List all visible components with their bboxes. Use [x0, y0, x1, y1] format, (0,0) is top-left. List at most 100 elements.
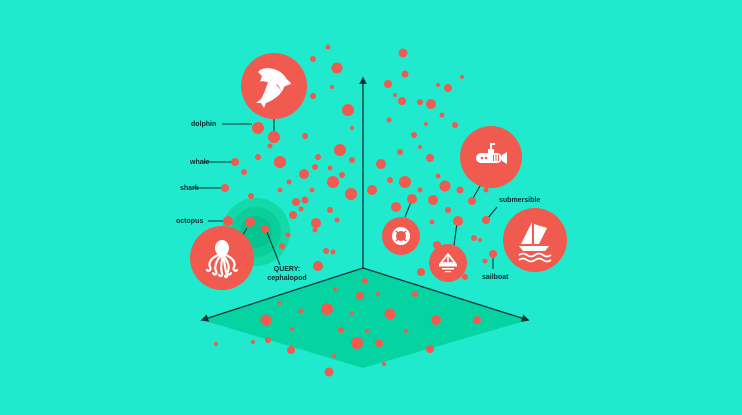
label-shark: shark	[180, 185, 199, 192]
dolphin-node	[241, 53, 307, 119]
data-point	[404, 329, 408, 333]
data-point	[338, 327, 344, 333]
data-point	[277, 187, 283, 193]
sailboat-icon	[518, 222, 552, 263]
data-point	[274, 156, 286, 168]
embedding-points	[214, 44, 489, 377]
data-point	[248, 193, 254, 199]
data-point	[285, 232, 291, 238]
dolphin-point	[252, 122, 264, 134]
data-point	[417, 268, 425, 276]
data-point	[351, 337, 363, 349]
data-point	[462, 274, 468, 280]
data-point	[286, 179, 292, 185]
data-point	[312, 164, 318, 170]
data-point	[483, 187, 489, 193]
data-point	[384, 308, 396, 320]
data-point	[251, 340, 255, 344]
data-point	[397, 149, 403, 155]
data-point	[362, 278, 368, 284]
data-point	[334, 144, 346, 156]
lifebuoy-point	[407, 194, 417, 204]
query-point	[245, 217, 255, 227]
data-point	[279, 243, 285, 249]
data-point	[327, 165, 333, 171]
data-point	[417, 99, 423, 105]
data-point	[310, 56, 316, 62]
data-point	[365, 329, 369, 333]
data-point	[429, 219, 435, 225]
data-point	[331, 62, 343, 74]
data-point	[339, 172, 345, 178]
data-point	[315, 154, 321, 160]
data-point	[428, 195, 438, 205]
label-sailboat: sailboat	[482, 274, 509, 281]
data-point	[299, 169, 309, 179]
data-point	[426, 99, 436, 109]
data-point	[260, 314, 272, 326]
data-point	[444, 84, 452, 92]
label-dolphin: dolphin	[191, 121, 217, 128]
data-point	[473, 316, 481, 324]
data-point	[356, 292, 364, 300]
data-point	[265, 337, 271, 343]
data-point	[323, 248, 329, 254]
data-point	[349, 157, 355, 163]
data-point	[478, 238, 482, 242]
label-whale: whale	[190, 159, 210, 166]
data-point	[333, 287, 337, 291]
connector-line	[264, 226, 281, 266]
data-point	[342, 104, 354, 116]
data-point	[311, 218, 321, 228]
query-label-term: cephalopod	[267, 275, 307, 282]
data-point	[435, 173, 441, 179]
data-point	[426, 345, 434, 353]
data-point	[417, 187, 423, 193]
octopus-icon	[205, 240, 239, 279]
data-point	[424, 122, 428, 126]
axis-right	[362, 267, 530, 322]
query-label: QUERY: cephalopod	[264, 265, 310, 283]
data-point	[301, 196, 309, 204]
data-point	[375, 339, 383, 347]
data-point	[452, 122, 458, 128]
data-point	[298, 206, 304, 212]
data-point	[330, 249, 336, 255]
data-point	[313, 261, 323, 271]
data-point	[393, 93, 397, 97]
data-point	[439, 180, 451, 192]
data-point	[398, 97, 406, 105]
data-point	[445, 207, 451, 213]
data-point	[312, 227, 318, 233]
highlighted-points	[221, 122, 497, 258]
data-point	[350, 312, 354, 316]
data-point	[386, 117, 392, 123]
buoy-point	[453, 216, 463, 226]
data-point	[398, 48, 408, 58]
data-point	[277, 301, 281, 305]
submarine-icon	[476, 143, 507, 164]
data-point	[292, 198, 300, 206]
lifebuoy-node	[382, 217, 420, 255]
data-point	[255, 154, 261, 160]
query-label-title: QUERY:	[273, 266, 301, 273]
connector-line	[487, 206, 498, 219]
data-point	[290, 327, 294, 331]
shark-point	[221, 184, 229, 192]
data-point	[289, 211, 297, 219]
lifebuoy-icon	[392, 227, 410, 245]
data-point	[309, 187, 315, 193]
dolphin-icon	[256, 68, 291, 108]
label-connectors	[193, 119, 498, 269]
connector-line	[404, 201, 412, 218]
data-point	[327, 207, 333, 213]
data-point	[310, 93, 316, 99]
data-point	[350, 126, 354, 130]
data-point	[376, 159, 386, 169]
dolphin-near-point	[268, 131, 280, 143]
connector-line	[453, 222, 458, 246]
data-point	[367, 185, 377, 195]
data-point	[330, 85, 334, 89]
data-point	[287, 346, 295, 354]
data-point	[376, 292, 380, 296]
